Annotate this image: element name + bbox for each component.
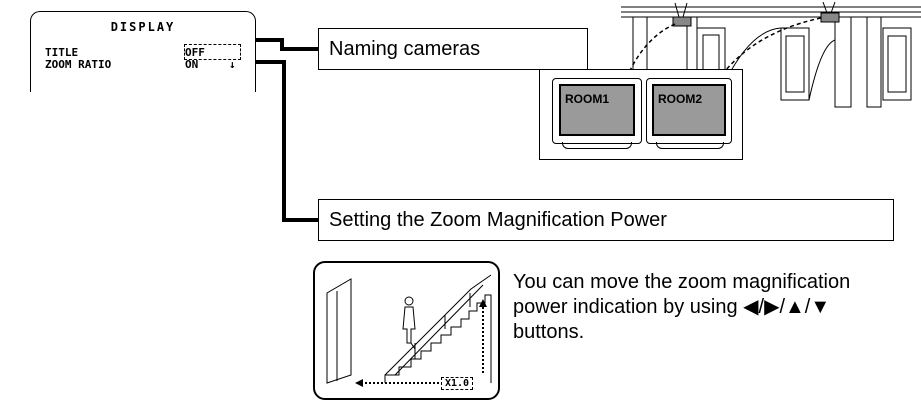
- osd-heading: DISPLAY: [110, 20, 176, 34]
- zoom-connector: [241, 60, 318, 222]
- monitor-scene: ROOM1 ROOM2: [539, 69, 743, 160]
- down-arrow-icon: ↓: [229, 58, 236, 71]
- monitor-room2: ROOM2: [646, 78, 732, 144]
- zoom-preview-screen: X1.0: [313, 261, 500, 400]
- person-figure: [402, 296, 416, 350]
- staircase-illustration: [326, 274, 492, 387]
- naming-cameras-label: Naming cameras: [318, 28, 588, 70]
- monitor-room2-stand: [656, 142, 724, 149]
- camera-right-icon: [820, 1, 840, 23]
- naming-connector: [241, 38, 318, 51]
- osd-display-menu: DISPLAY TITLE ZOOM RATIO OFF ON ↓: [30, 11, 256, 92]
- zoom-ratio-indicator: X1.0: [441, 377, 474, 390]
- osd-title-label: TITLE: [45, 46, 79, 59]
- monitor-room1: ROOM1: [552, 78, 642, 144]
- osd-zoom-ratio-value: ON: [185, 58, 199, 71]
- camera-left-icon: [672, 2, 692, 27]
- zoom-instructions-text: You can move the zoom magnification powe…: [513, 271, 851, 343]
- monitor-room1-screen: ROOM1: [559, 84, 635, 136]
- osd-title-value: OFF: [185, 46, 205, 59]
- monitor-room1-stand: [562, 142, 632, 149]
- osd-zoom-ratio-label: ZOOM RATIO: [45, 58, 112, 71]
- monitor-room2-screen: ROOM2: [652, 84, 726, 136]
- osd-cursor-highlight: [184, 44, 241, 60]
- zoom-magnification-label: Setting the Zoom Magnification Power: [318, 199, 894, 241]
